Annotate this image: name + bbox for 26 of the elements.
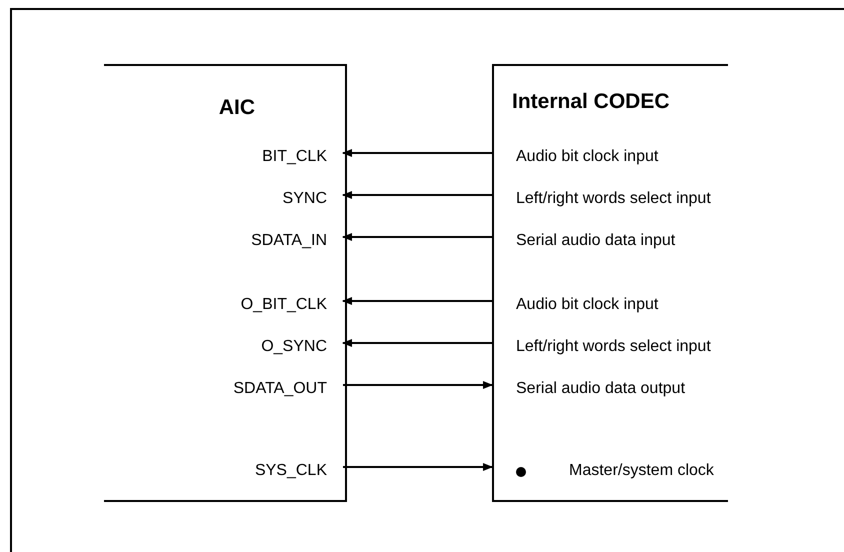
signal-arrow	[342, 339, 492, 347]
signal-arrow	[343, 381, 493, 389]
signal-arrow	[343, 463, 493, 471]
signal-label: Left/right words select input	[496, 189, 711, 209]
signal-label: SYNC	[175, 189, 345, 209]
signal-label: SDATA_IN	[175, 231, 345, 251]
signal-label: Audio bit clock input	[496, 147, 658, 167]
chip-outline	[10, 8, 844, 552]
block-title: Internal CODEC	[512, 90, 670, 114]
signal-label: Audio bit clock input	[496, 295, 658, 315]
signal-arrow	[342, 297, 492, 305]
signal-label: O_SYNC	[175, 337, 345, 357]
signal-arrow	[342, 233, 492, 241]
signal-label: SDATA_OUT	[175, 379, 345, 399]
block-title: AIC	[218, 96, 255, 120]
module-block	[492, 64, 728, 502]
signal-label: BIT_CLK	[175, 147, 345, 167]
signal-label: Serial audio data output	[496, 379, 686, 399]
signal-label: Serial audio data input	[496, 231, 676, 251]
signal-arrow	[342, 149, 492, 157]
signal-label: Master/system clock	[569, 462, 714, 479]
signal-label: SYS_CLK	[175, 461, 345, 481]
signal-label: O_BIT_CLK	[175, 295, 345, 315]
signal-label: Left/right words select input	[496, 337, 711, 357]
module-block	[104, 64, 347, 502]
signal-arrow	[342, 191, 492, 199]
